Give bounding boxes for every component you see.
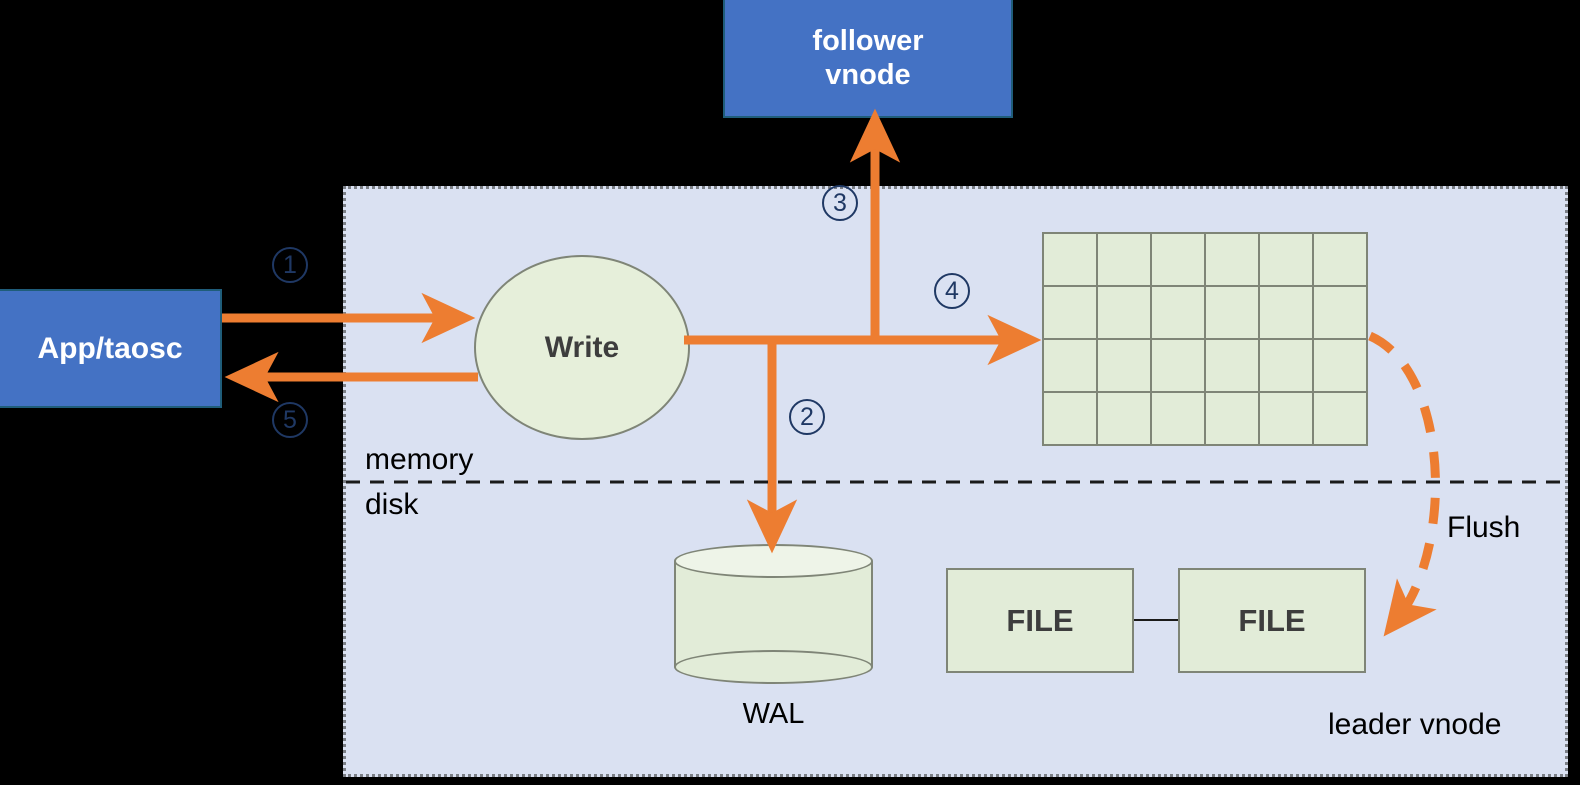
grid-cell <box>1152 393 1204 444</box>
grid-cell <box>1152 340 1204 391</box>
follower-vnode-box: follower vnode <box>723 0 1013 118</box>
grid-cell <box>1044 234 1096 285</box>
disk-label: disk <box>365 488 419 521</box>
step-marker-3: 3 <box>822 185 858 221</box>
leader-vnode-label: leader vnode <box>1328 708 1502 741</box>
grid-cell <box>1314 234 1366 285</box>
cylinder-bottom <box>674 650 873 684</box>
grid-cell <box>1152 234 1204 285</box>
grid-cell <box>1206 234 1258 285</box>
grid-cell <box>1098 287 1150 338</box>
grid-cell <box>1044 340 1096 391</box>
file-connector-line <box>1134 619 1178 621</box>
app-taosc-box: App/taosc <box>0 289 222 408</box>
grid-cell <box>1098 393 1150 444</box>
step-marker-1: 1 <box>272 247 308 283</box>
grid-cell <box>1314 340 1366 391</box>
write-node: Write <box>474 255 690 440</box>
memory-label: memory <box>365 443 474 476</box>
grid-cell <box>1314 393 1366 444</box>
grid-cell <box>1314 287 1366 338</box>
grid-cell <box>1260 393 1312 444</box>
grid-cell <box>1098 340 1150 391</box>
wal-label: WAL <box>742 698 805 730</box>
grid-cell <box>1260 234 1312 285</box>
cylinder-top <box>674 544 873 578</box>
grid-cell <box>1206 393 1258 444</box>
grid-cell <box>1098 234 1150 285</box>
grid-cell <box>1206 287 1258 338</box>
wal-cylinder <box>674 544 873 684</box>
grid-cell <box>1260 287 1312 338</box>
follower-line-2: vnode <box>825 59 911 91</box>
file-box-1: FILE <box>946 568 1134 673</box>
file-box-2: FILE <box>1178 568 1366 673</box>
follower-line-1: follower <box>812 24 924 57</box>
step-marker-5: 5 <box>272 402 308 438</box>
step-marker-4: 4 <box>934 273 970 309</box>
flush-label: Flush <box>1447 511 1521 544</box>
grid-cell <box>1044 393 1096 444</box>
step-marker-2: 2 <box>789 399 825 435</box>
grid-cell <box>1206 340 1258 391</box>
grid-cell <box>1152 287 1204 338</box>
memory-table-grid <box>1042 232 1368 446</box>
grid-cell <box>1044 287 1096 338</box>
grid-cell <box>1260 340 1312 391</box>
